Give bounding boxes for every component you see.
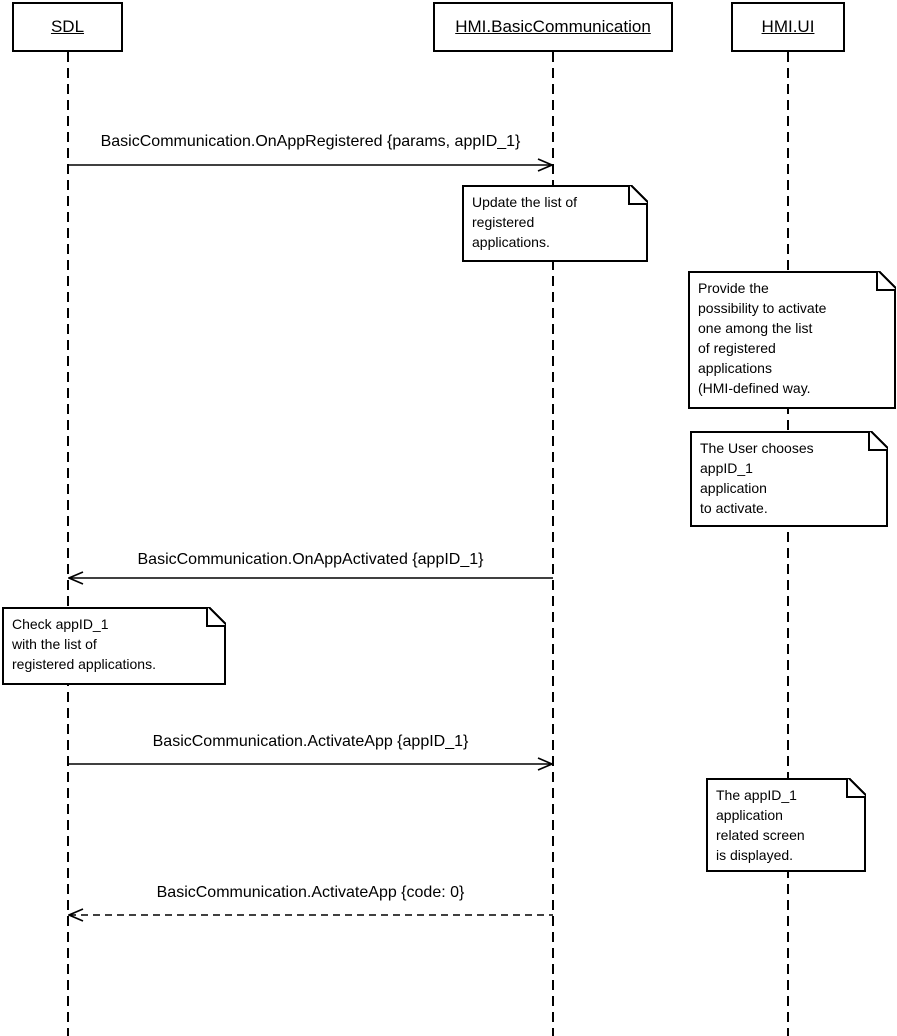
note-text: The appID_1 application related screen i… — [716, 787, 805, 863]
lifeline-label-basiccommunication: HMI.BasicCommunication — [455, 17, 651, 36]
note-provide-activation-possibility: Provide the possibility to activate one … — [688, 271, 896, 409]
lifeline-basiccommunication — [552, 52, 554, 1036]
arrowhead-right-icon — [537, 757, 553, 771]
note-app-screen-displayed: The appID_1 application related screen i… — [706, 778, 866, 872]
lifeline-header-sdl: SDL — [12, 2, 123, 52]
lifeline-sdl — [67, 52, 69, 1036]
note-text: Update the list of registered applicatio… — [472, 194, 578, 250]
message-label-activateapp: BasicCommunication.ActivateApp {appID_1} — [152, 733, 469, 750]
message-arrow-onappregistered — [68, 158, 553, 172]
note-fold-icon — [876, 271, 896, 291]
message-arrow-onappactivated — [68, 571, 553, 585]
note-user-chooses-app: The User chooses appID_1 application to … — [690, 431, 888, 527]
message-label-onappactivated: BasicCommunication.OnAppActivated {appID… — [137, 551, 484, 568]
note-update-registered-list: Update the list of registered applicatio… — [462, 185, 648, 262]
note-text: Provide the possibility to activate one … — [698, 280, 827, 396]
message-label-activateapp-response: BasicCommunication.ActivateApp {code: 0} — [156, 884, 465, 901]
note-fold-icon — [868, 431, 888, 451]
lifeline-header-basiccommunication: HMI.BasicCommunication — [433, 2, 673, 52]
arrowhead-right-icon — [537, 158, 553, 172]
lifeline-header-ui: HMI.UI — [731, 2, 845, 52]
message-arrow-activateapp-response — [68, 908, 553, 922]
note-fold-icon — [206, 607, 226, 627]
note-text: Check appID_1 with the list of registere… — [12, 616, 156, 672]
message-label-onappregistered: BasicCommunication.OnAppRegistered {para… — [100, 133, 521, 150]
note-fold-icon — [846, 778, 866, 798]
message-arrow-activateapp — [68, 757, 553, 771]
arrowhead-left-icon — [68, 571, 84, 585]
lifeline-ui — [787, 52, 789, 1036]
lifeline-label-sdl: SDL — [50, 17, 85, 36]
arrowhead-left-icon — [68, 908, 84, 922]
lifeline-label-ui: HMI.UI — [761, 17, 815, 36]
note-fold-icon — [628, 185, 648, 205]
note-check-appid: Check appID_1 with the list of registere… — [2, 607, 226, 685]
note-text: The User chooses appID_1 application to … — [700, 440, 814, 516]
